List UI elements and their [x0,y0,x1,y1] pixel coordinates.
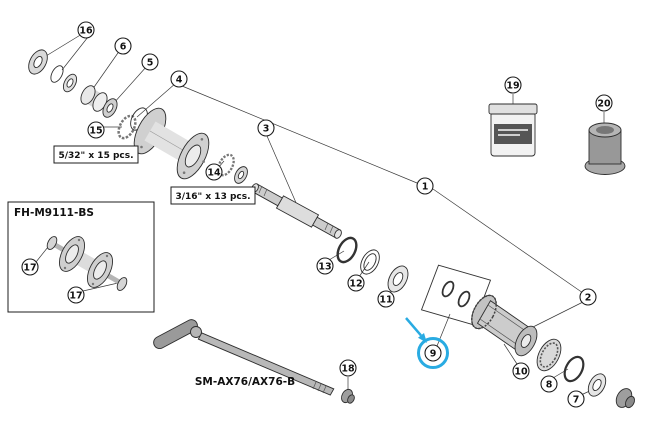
thru-axle-model-label: SM-AX76/AX76-B [195,376,295,388]
svg-text:6: 6 [120,41,127,52]
part-washer-11 [387,265,409,293]
svg-text:18: 18 [341,363,355,374]
svg-text:8: 8 [546,379,553,390]
part-oring-13 [336,236,358,264]
svg-text:10: 10 [514,366,528,377]
inset-hub-drawing [46,236,128,291]
part-rubber-boot [584,122,626,175]
part-cone-right [234,166,248,184]
part-axle [251,183,342,239]
callout-20[interactable]: 20 [595,94,613,112]
svg-text:17: 17 [23,262,36,273]
callout-17[interactable]: 17 [21,258,39,276]
svg-text:5: 5 [147,57,154,68]
part-washer-7 [587,373,607,397]
highlight-arrow-shaft [405,317,422,337]
callout-15[interactable]: 15 [87,121,105,139]
svg-text:14: 14 [207,167,221,178]
part-end-cap [615,388,635,409]
callout-11[interactable]: 11 [377,290,395,308]
part-spacer [80,85,108,112]
callout-14[interactable]: 14 [205,163,223,181]
callout-18[interactable]: 18 [339,359,357,377]
highlight-circle [417,337,449,369]
part-oring-8 [563,355,585,383]
svg-text:17: 17 [69,290,82,301]
label-balls-large: 5/32" x 15 pcs. [53,145,139,164]
part-hub-shell [133,107,210,180]
part-thru-axle [153,319,335,396]
svg-text:20: 20 [597,98,611,109]
svg-text:4: 4 [176,74,183,85]
callout-12[interactable]: 12 [347,274,365,292]
inset-model-label: FH-M9111-BS [14,207,94,219]
callout-16[interactable]: 16 [77,21,95,39]
part-ratchet-ring [536,338,562,372]
part-cone-left [102,98,118,118]
svg-text:9: 9 [430,348,437,359]
callout-10[interactable]: 10 [512,362,530,380]
inset-hub-box: FH-M9111-BS [7,201,155,313]
svg-text:1: 1 [422,181,429,192]
label-balls-small: 3/16" x 13 pcs. [170,186,256,205]
svg-text:15: 15 [89,125,102,136]
highlight-annotation [405,317,449,369]
callout-8[interactable]: 8 [540,375,558,393]
callout-5[interactable]: 5 [141,53,159,71]
svg-text:11: 11 [379,294,392,305]
svg-text:2: 2 [585,292,592,303]
svg-text:16: 16 [79,25,93,36]
part-grease-jar [488,103,538,157]
callout-3[interactable]: 3 [257,119,275,137]
part-freehub-body [471,294,538,357]
callout-19[interactable]: 19 [504,76,522,94]
balls-large-text: 5/32" x 15 pcs. [58,151,133,161]
svg-text:7: 7 [573,394,580,405]
svg-text:12: 12 [349,278,362,289]
inset-border [7,201,155,313]
callout-2[interactable]: 2 [579,288,597,306]
balls-small-text: 3/16" x 13 pcs. [175,192,250,202]
svg-text:19: 19 [506,80,519,91]
callout-4[interactable]: 4 [170,70,188,88]
callout-1[interactable]: 1 [416,177,434,195]
callout-9[interactable]: 9 [424,344,442,362]
callout-layer: 16 6 5 4 15 3 14 1 19 20 13 12 11 2 17 17 18 9 10 8 7 [21,21,613,408]
callout-7[interactable]: 7 [567,390,585,408]
highlight-arrow-head [418,333,427,343]
callout-17[interactable]: 17 [67,286,85,304]
part-locknut-group [28,49,78,93]
svg-text:13: 13 [318,261,331,272]
part-axle-cap-18 [341,388,355,404]
callout-6[interactable]: 6 [114,37,132,55]
svg-text:3: 3 [263,123,270,134]
part-seal-12 [360,249,380,275]
callout-13[interactable]: 13 [316,257,334,275]
